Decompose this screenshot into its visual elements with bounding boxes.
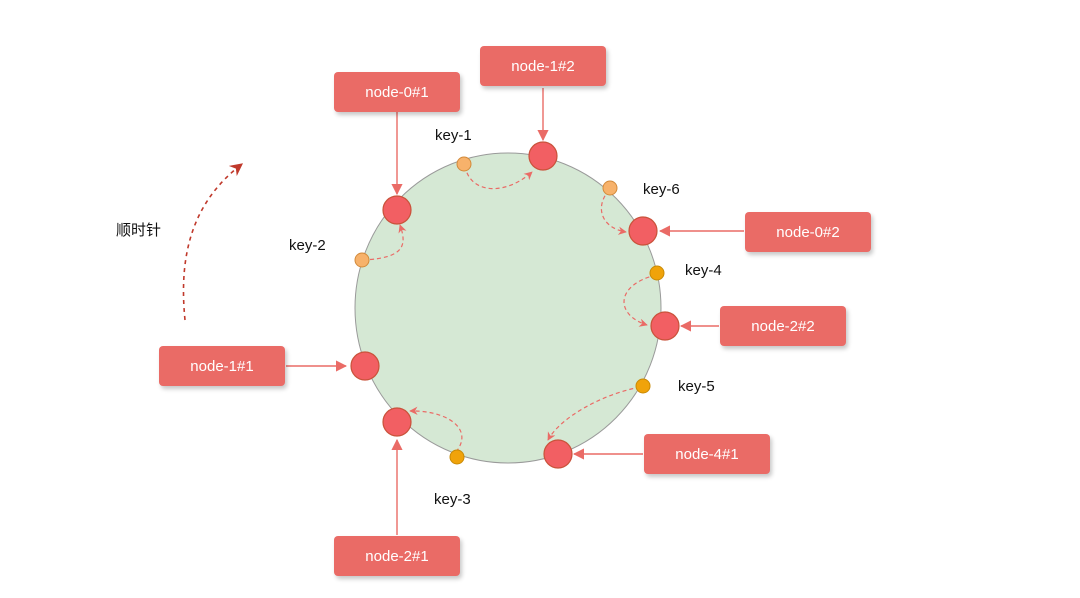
node-0-2-label: node-0#2 (745, 212, 871, 252)
node-4-1-point (543, 439, 573, 469)
clockwise-caption: 顺时针 (116, 222, 162, 239)
key-3-point (449, 449, 465, 465)
key-1-label: key-1 (435, 127, 472, 144)
key-4-mapping-arc (623, 274, 657, 327)
key-3-label: key-3 (434, 491, 471, 508)
key-5-label: key-5 (678, 378, 715, 395)
key-2-mapping-arc (362, 224, 407, 261)
node-2-2-label: node-2#2 (720, 306, 846, 346)
key-5-mapping-arc (547, 386, 641, 441)
key-1-point (456, 156, 472, 172)
key-3-mapping-arc (409, 406, 463, 453)
node-1-2-point (528, 141, 558, 171)
node-1-1-label: node-1#1 (159, 346, 285, 386)
key-6-point (602, 180, 618, 196)
key-4-label: key-4 (685, 262, 722, 279)
node-2-2-point (650, 311, 680, 341)
node-0-2-point (628, 216, 658, 246)
key-6-label: key-6 (643, 181, 680, 198)
key-1-mapping-arc (464, 165, 533, 190)
key-4-point (649, 265, 665, 281)
node-1-2-label: node-1#2 (480, 46, 606, 86)
node-2-1-label: node-2#1 (334, 536, 460, 576)
key-5-point (635, 378, 651, 394)
node-1-1-point (350, 351, 380, 381)
key-2-label: key-2 (289, 237, 326, 254)
node-4-1-label: node-4#1 (644, 434, 770, 474)
node-0-1-label: node-0#1 (334, 72, 460, 112)
node-2-1-point (382, 407, 412, 437)
key-2-point (354, 252, 370, 268)
node-0-1-point (382, 195, 412, 225)
key-6-mapping-arc (600, 189, 627, 235)
clockwise-arrow (182, 163, 244, 321)
hash-ring (354, 152, 662, 464)
